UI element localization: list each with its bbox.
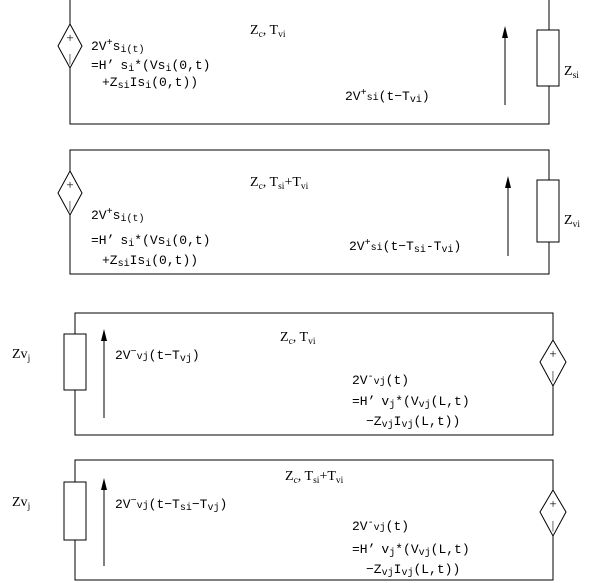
wave-arrow-head xyxy=(505,176,511,188)
wave-arrow-head xyxy=(502,26,508,38)
line-box xyxy=(74,312,554,436)
source-minus: | xyxy=(552,518,554,532)
line-parameter: Zc, Tvi xyxy=(280,330,316,347)
wave-arrow-head xyxy=(101,478,107,490)
source-equation-line-3: −ZvjIvj(L,t)) xyxy=(366,562,460,579)
dependent-source-diamond xyxy=(539,339,567,388)
source-plus: + xyxy=(549,346,556,361)
source-equation-line-1: 2V-vj(t) xyxy=(352,372,409,388)
source-equation-line-2: =H’vj*(Vvj(L,t) xyxy=(352,542,470,559)
panel-3: Zvj Zc, Tvi 2V−vj(t−Tvj) 2V-vj(t) =H’vj*… xyxy=(12,312,567,436)
line-parameter: Zc, Tsi+Tvi xyxy=(285,469,344,486)
dependent-source-diamond xyxy=(57,22,83,70)
source-equation-line-3: +ZsiIsi(0,t)) xyxy=(102,253,198,270)
load-impedance-label: Zsi xyxy=(564,64,579,81)
source-equation-line-2: =H’vj*(Vvj(L,t) xyxy=(352,394,470,411)
traveling-wave-label: 2V−vj(t−Tvj) xyxy=(115,347,200,365)
panel-2: + | Zc, Tsi+Tvi 2V+si(t) =H’si*(Vsi(0,t)… xyxy=(57,149,580,275)
traveling-wave-label: 2V−vj(t−Tsi−Tvj) xyxy=(115,496,227,514)
load-impedance-label: Zvi xyxy=(564,213,580,230)
source-equation-line-3: −ZvjIvj(L,t)) xyxy=(366,414,460,431)
traveling-wave-label: 2V+si(t−Tvi) xyxy=(345,88,430,106)
line-parameter: Zc, Tsi+Tvi xyxy=(250,175,309,192)
load-resistor xyxy=(63,333,87,391)
wave-arrow-head xyxy=(101,329,107,341)
source-equation-line-1: 2V-vj(t) xyxy=(352,518,409,534)
source-equation-line-2: =H’si*(Vsi(0,t) xyxy=(91,58,210,75)
source-equation-line-3: +ZsiIsi(0,t)) xyxy=(102,75,198,92)
dependent-source-diamond xyxy=(57,169,83,217)
load-resistor xyxy=(536,179,560,243)
panel-4: Zvj Zc, Tsi+Tvi 2V−vj(t−Tsi−Tvj) 2V-vj(t… xyxy=(12,459,567,581)
panel-1: + | Zc, Tvi 2V+si(t) =H’si*(Vsi(0,t) +Zs… xyxy=(57,0,579,125)
source-equation-line-2: =H’si*(Vsi(0,t) xyxy=(91,233,210,250)
load-impedance-label: Zvj xyxy=(12,495,30,512)
source-plus: + xyxy=(66,30,73,45)
load-resistor xyxy=(536,29,560,87)
source-minus: | xyxy=(552,368,554,382)
source-equation-line-1: 2V+si(t) xyxy=(91,38,144,56)
dependent-source-diamond xyxy=(539,489,567,538)
load-impedance-label: Zvj xyxy=(12,347,30,364)
source-minus: | xyxy=(69,51,71,65)
source-equation-line-1: 2V+si(t) xyxy=(91,207,144,225)
traveling-wave-label: 2V+si(t−Tsi-Tvi) xyxy=(349,238,461,256)
source-plus: + xyxy=(66,177,73,192)
load-resistor xyxy=(63,481,87,541)
source-minus: | xyxy=(69,198,71,212)
source-plus: + xyxy=(549,496,556,511)
line-parameter: Zc, Tvi xyxy=(250,23,286,40)
